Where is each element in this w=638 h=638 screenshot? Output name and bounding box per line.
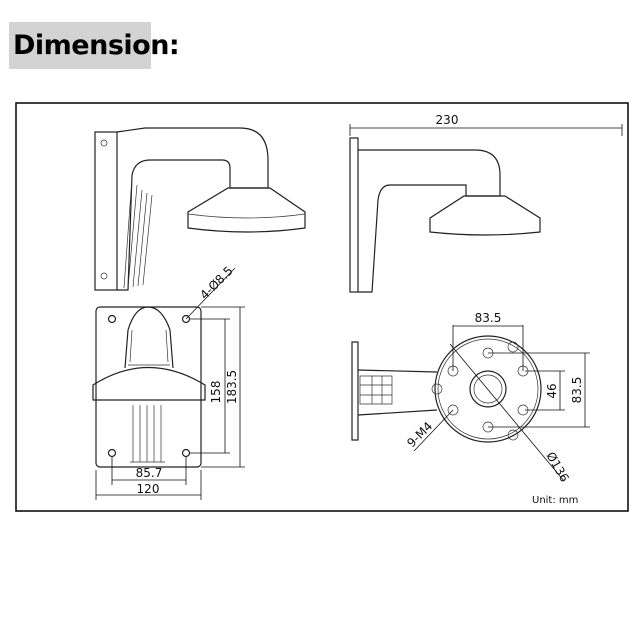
unit-label: Unit: mm bbox=[532, 495, 578, 506]
dim-46: 46 bbox=[545, 383, 559, 398]
dim-183-5: 183.5 bbox=[225, 370, 239, 404]
side-view-perspective bbox=[94, 127, 306, 291]
dim-83-5-top: 83.5 bbox=[475, 311, 502, 325]
dim-158: 158 bbox=[209, 381, 223, 404]
dim-85-7: 85.7 bbox=[136, 466, 163, 480]
dim-230: 230 bbox=[436, 113, 459, 127]
side-view: 230 bbox=[349, 113, 623, 293]
page-title: Dimension: bbox=[9, 22, 180, 69]
dim-120: 120 bbox=[137, 482, 160, 496]
dim-83-5-right: 83.5 bbox=[570, 377, 584, 404]
